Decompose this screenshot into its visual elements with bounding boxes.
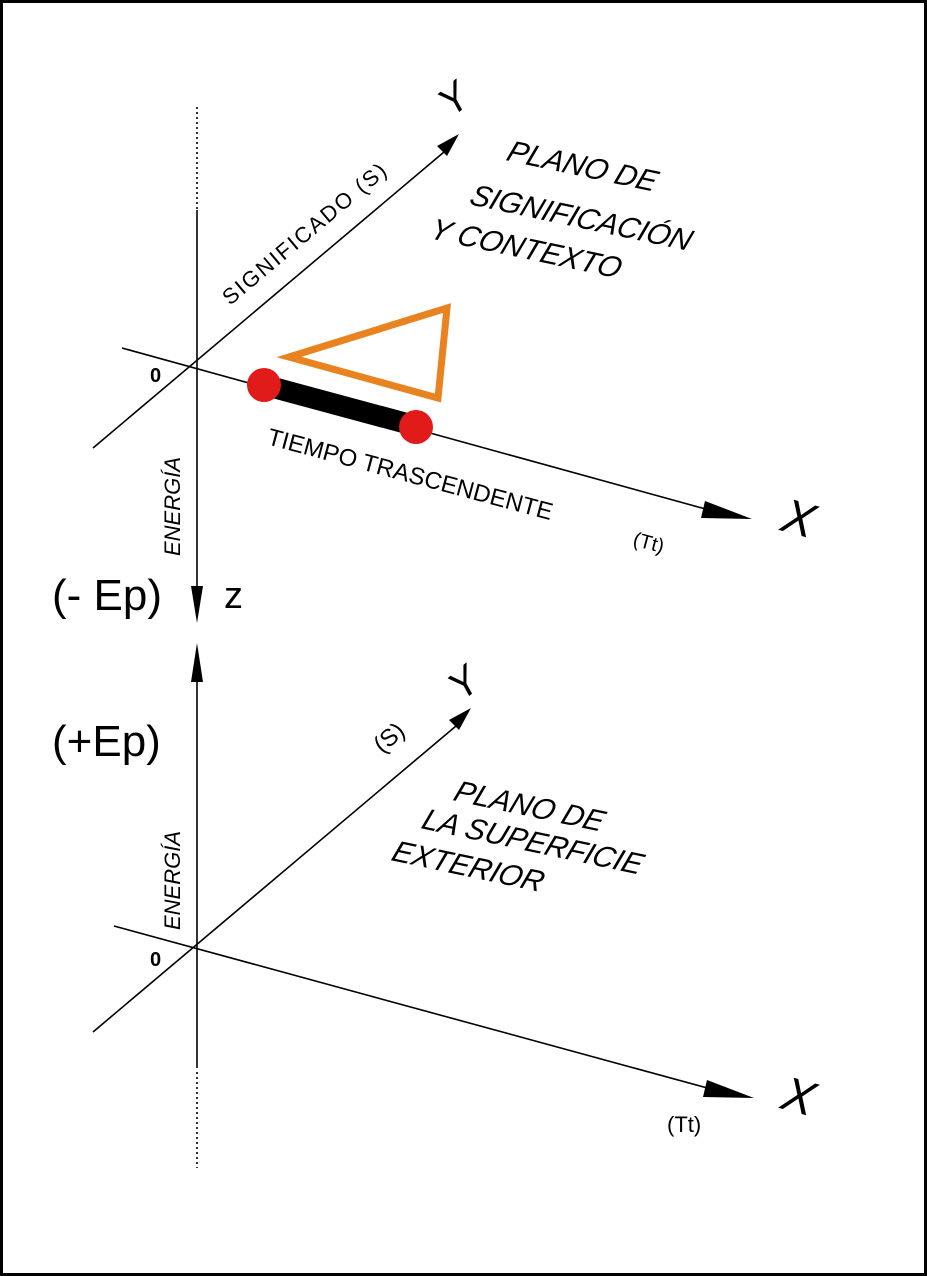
- z-axis-letter: z: [224, 575, 243, 617]
- segment-end-point: [399, 410, 433, 444]
- segment-start-point: [247, 368, 281, 402]
- lower-y-axis-arrowhead: [449, 708, 471, 730]
- positive-energy-label: (+Ep): [52, 717, 161, 766]
- time-segment: [253, 374, 427, 437]
- negative-energy-label: (- Ep): [52, 571, 162, 620]
- upper-y-axis-arrowhead: [437, 134, 459, 156]
- lower-y-axis: [92, 725, 457, 1033]
- lower-z-axis-label: ENERGÍA: [160, 831, 185, 930]
- upper-x-axis-arrowhead: [701, 501, 752, 519]
- lower-x-axis-label: (Tt): [667, 1112, 701, 1137]
- upper-origin-label: 0: [150, 365, 161, 387]
- orange-triangle: [276, 303, 452, 403]
- lower-origin-label: 0: [150, 949, 161, 971]
- lower-x-axis: [113, 925, 723, 1093]
- upper-z-axis-label: ENERGÍA: [160, 457, 185, 556]
- z-axis-down-arrowhead: [191, 586, 203, 623]
- upper-y-axis: [92, 151, 445, 449]
- z-axis-up-arrowhead: [191, 643, 203, 682]
- lower-x-axis-arrowhead: [703, 1080, 754, 1098]
